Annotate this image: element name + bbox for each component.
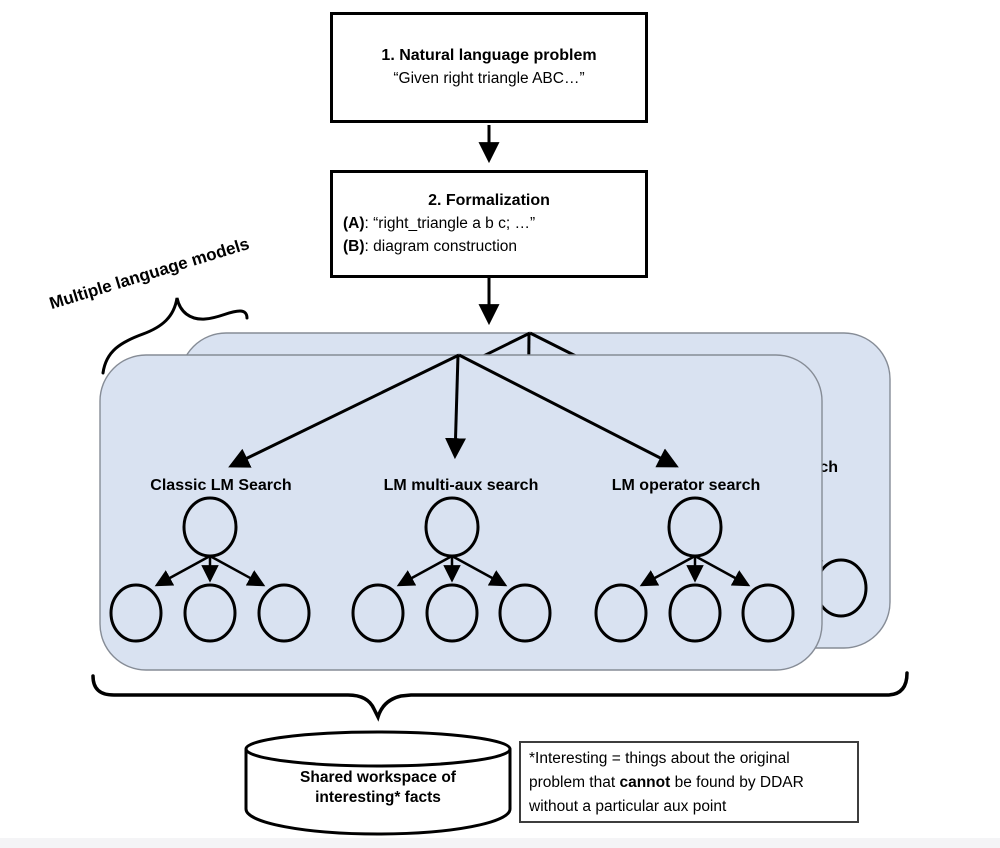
tree-child-node [351,583,405,643]
step2-title: 2. Formalization [428,192,550,209]
step2-item-a-text: : “right_triangle a b c; …” [364,215,536,232]
tree-child-node [183,583,237,643]
step2-item-b: (B): diagram construction [343,235,645,258]
footnote-line2-before: problem that [529,774,620,791]
models-brace [101,297,249,375]
lm-multi-aux-search-label: LM multi-aux search [383,477,539,494]
front-model-panel [99,353,823,671]
tree-root-node [667,496,723,558]
tree-child-node [668,583,722,643]
lm-operator-search-label: LM operator search [611,477,761,494]
step1-natural-language-box: 1. Natural language problem “Given right… [330,12,648,123]
tree-root-node [424,496,480,558]
shared-workspace-label: Shared workspace of interesting* facts [246,768,510,808]
search-tree-operator [594,496,795,643]
tree-arrows [639,554,751,587]
tree-arrows [154,554,266,587]
tree-child-node [594,583,648,643]
footnote-line1: *Interesting = things about the original [529,750,790,767]
workspace-brace [91,671,909,722]
tree-child-node [257,583,311,643]
footnote-cannot: cannot [619,774,671,791]
front-fan-arrows [228,353,679,468]
step2-item-b-label: (B) [343,238,365,255]
shared-workspace-line2: interesting* facts [315,789,441,806]
tree-child-node [741,583,795,643]
page-bottom-strip [0,838,1000,848]
tree-arrows [396,554,508,587]
footnote-line2-after: be found by DDAR [670,774,804,791]
back-tree-child-node [814,558,868,618]
search-tree-classic [109,496,311,643]
classic-lm-search-label: Classic LM Search [150,477,292,494]
shared-workspace-line1: Shared workspace of [300,769,456,786]
workspace-cylinder [244,730,512,836]
step2-item-b-text: : diagram construction [364,238,518,255]
step1-title: 1. Natural language problem [381,47,597,64]
tree-child-node [425,583,479,643]
tree-child-node [498,583,552,643]
tree-child-node [109,583,163,643]
search-tree-multi-aux [351,496,552,643]
footnote-line3: without a particular aux point [529,798,727,815]
step2-formalization-box: 2. Formalization (A): “right_triangle a … [330,170,648,278]
step2-item-a-label: (A) [343,215,365,232]
interesting-footnote-box: *Interesting = things about the original… [519,741,859,823]
step2-item-a: (A): “right_triangle a b c; …” [343,212,645,235]
step1-example: “Given right triangle ABC…” [393,70,585,87]
tree-root-node [182,496,238,558]
